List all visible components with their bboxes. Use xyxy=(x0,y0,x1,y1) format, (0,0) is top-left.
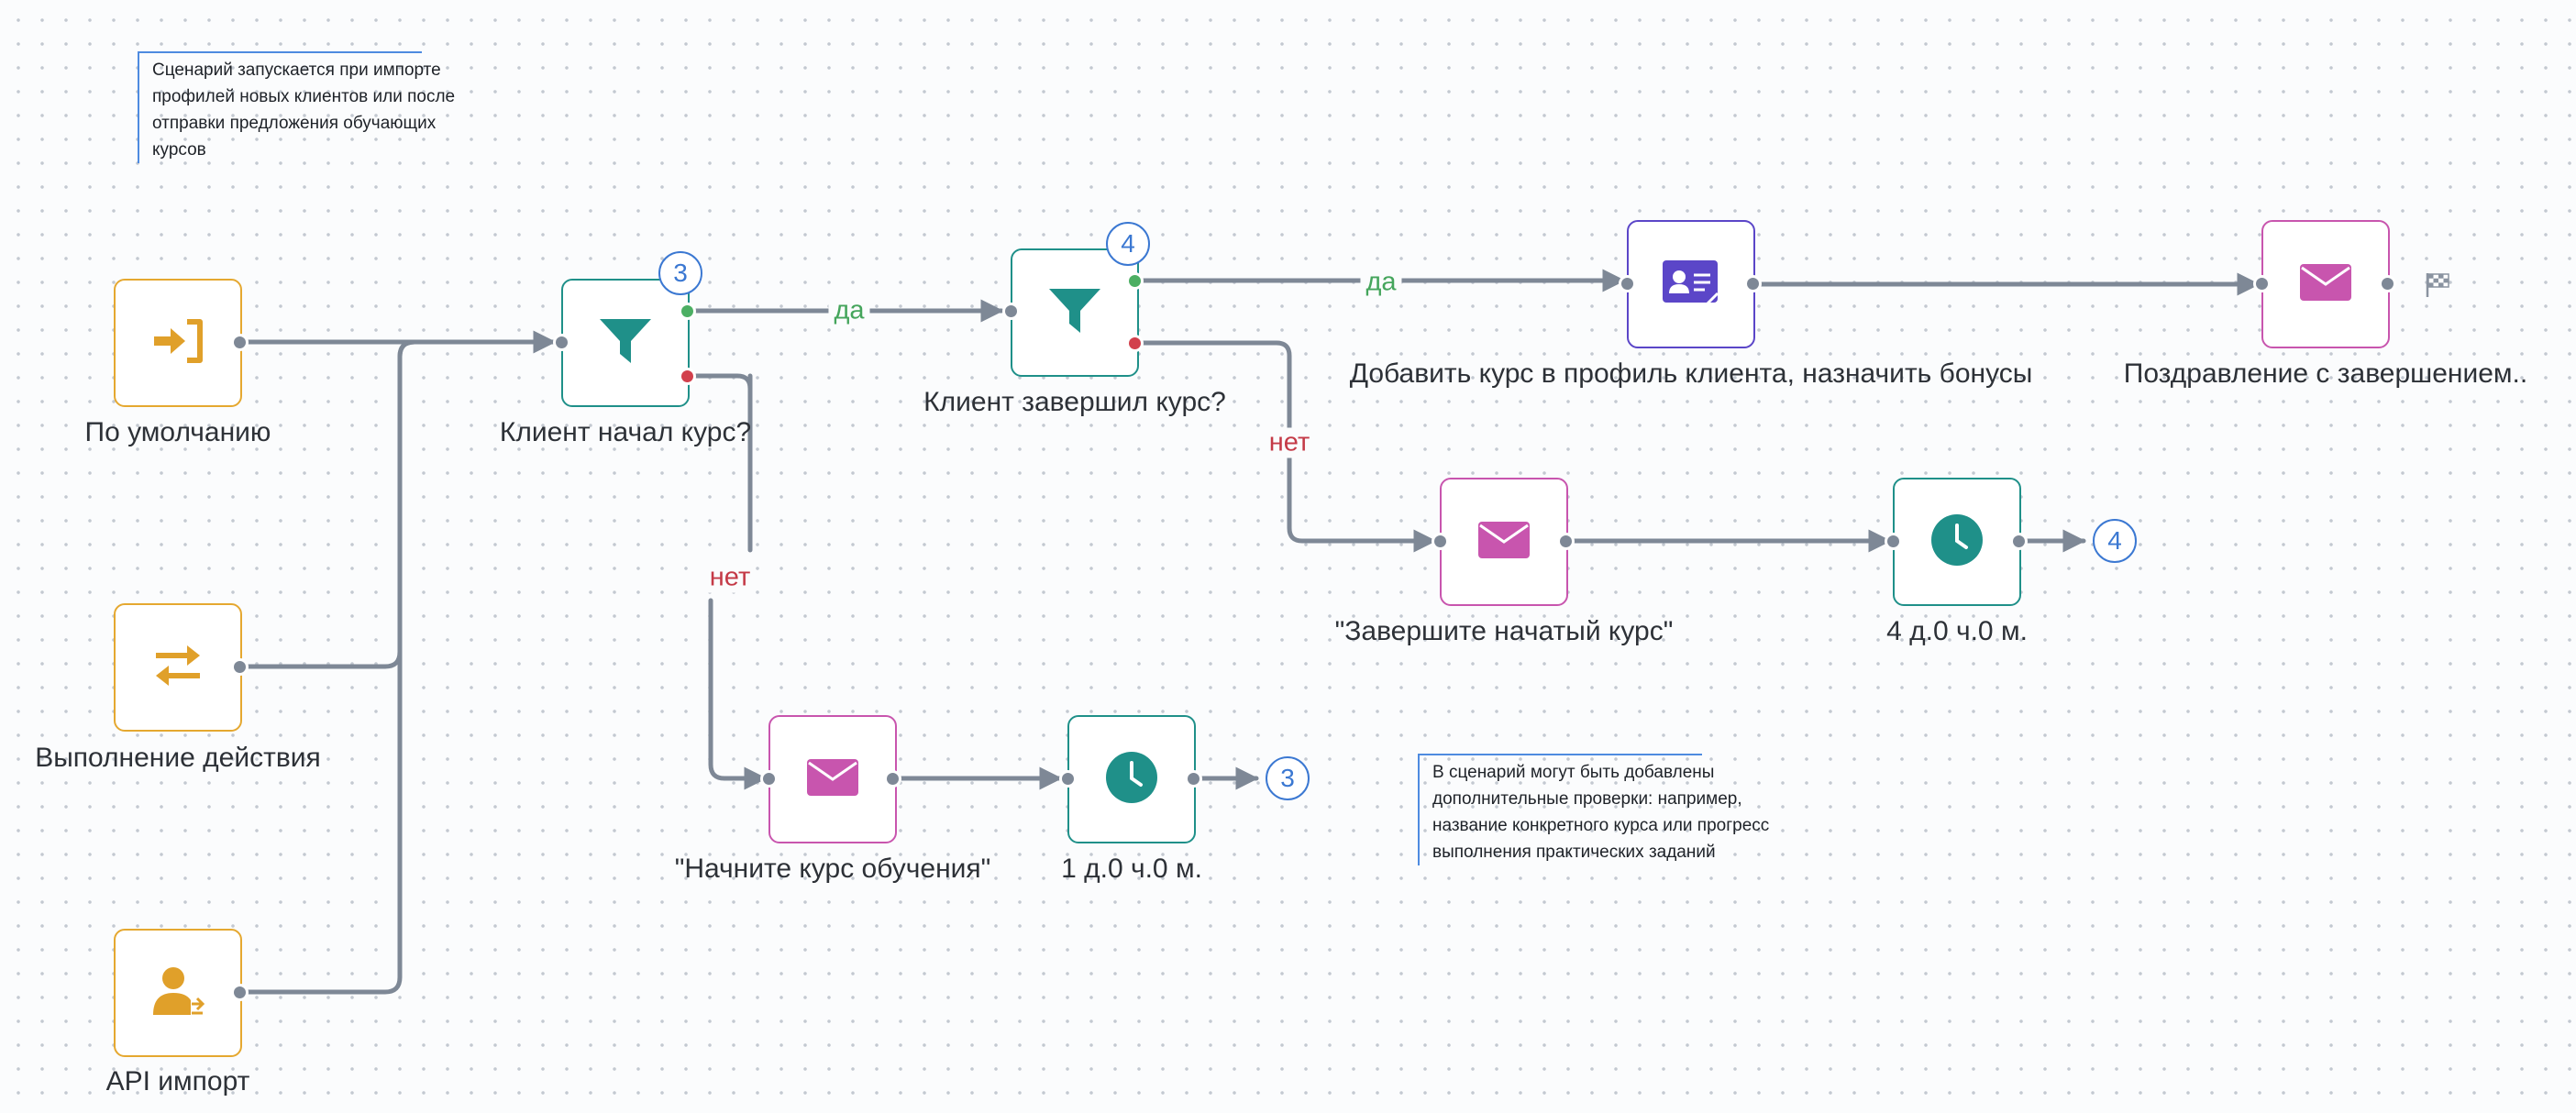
finish-started-out-port[interactable] xyxy=(1557,533,1575,550)
note-extra-text: В сценарий могут быть добавлены дополнит… xyxy=(1432,763,1770,862)
swap-arrows-icon xyxy=(150,640,205,696)
filter-finished-yes-port[interactable] xyxy=(1126,272,1144,290)
finish-started-label: "Завершите начатый курс" xyxy=(1334,616,1674,646)
filter-started-label: Клиент начал курс? xyxy=(499,417,752,447)
badge-step-3[interactable]: 3 xyxy=(658,251,702,295)
trigger-default-node[interactable] xyxy=(114,279,242,407)
badge-goto-step-4[interactable]: 4 xyxy=(2093,519,2137,563)
trigger-action-label: Выполнение действия xyxy=(35,743,321,773)
trigger-action-node[interactable] xyxy=(114,603,242,732)
congrats-mail-node[interactable] xyxy=(2261,220,2390,348)
funnel-icon xyxy=(1047,285,1102,341)
start-course-mail-node[interactable] xyxy=(768,715,897,843)
envelope-icon xyxy=(805,757,860,802)
add-course-in-port[interactable] xyxy=(1619,275,1636,292)
envelope-icon xyxy=(1476,520,1531,565)
note-intro-text: Сценарий запускается при импорте профиле… xyxy=(152,61,456,160)
finish-started-mail-node[interactable] xyxy=(1440,478,1568,606)
contact-card-icon xyxy=(1661,257,1721,313)
funnel-icon xyxy=(598,315,653,371)
filter-started-in-port[interactable] xyxy=(553,334,570,351)
start-course-in-port[interactable] xyxy=(760,770,778,788)
edge-label-finished-yes: да xyxy=(1360,267,1402,298)
add-course-node[interactable] xyxy=(1627,220,1755,348)
login-icon xyxy=(150,318,205,369)
note-intro: Сценарий запускается при импорте профиле… xyxy=(138,51,492,163)
finish-started-in-port[interactable] xyxy=(1432,533,1449,550)
badge-goto-step-3[interactable]: 3 xyxy=(1266,756,1310,800)
wire-started-no-branch xyxy=(708,598,768,790)
trigger-api-port[interactable] xyxy=(231,984,249,1001)
congrats-mail-out-port[interactable] xyxy=(2379,275,2396,292)
add-course-label: Добавить курс в профиль клиента, назначи… xyxy=(1349,358,2033,389)
note-extra: В сценарий могут быть добавлены дополнит… xyxy=(1418,754,1818,865)
envelope-icon xyxy=(2298,262,2353,307)
wait-4-days-node[interactable] xyxy=(1893,478,2021,606)
filter-started-node[interactable] xyxy=(561,279,690,407)
trigger-default-label: По умолчанию xyxy=(84,417,271,447)
wait-1-day-label: 1 д.0 ч.0 м. xyxy=(1061,854,1202,884)
congrats-mail-label: Поздравление с завершением.. xyxy=(2123,358,2528,389)
clock-icon xyxy=(1929,512,1985,572)
filter-finished-label: Клиент завершил курс? xyxy=(923,387,1226,417)
filter-finished-no-port[interactable] xyxy=(1126,335,1144,352)
clock-icon xyxy=(1104,750,1159,810)
trigger-api-node[interactable] xyxy=(114,929,242,1057)
badge-step-4[interactable]: 4 xyxy=(1106,222,1150,266)
wait-1-day-node[interactable] xyxy=(1067,715,1196,843)
filter-started-no-port[interactable] xyxy=(679,368,696,385)
wire-api-to-filter xyxy=(238,339,417,995)
wire-action-to-filter xyxy=(238,339,557,669)
wait-4-days-in-port[interactable] xyxy=(1885,533,1902,550)
filter-started-yes-port[interactable] xyxy=(679,303,696,320)
congrats-mail-in-port[interactable] xyxy=(2253,275,2271,292)
filter-finished-in-port[interactable] xyxy=(1002,303,1020,320)
trigger-api-label: API импорт xyxy=(105,1066,250,1096)
wait-1-day-out-port[interactable] xyxy=(1185,770,1202,788)
start-course-out-port[interactable] xyxy=(884,770,901,788)
user-import-icon xyxy=(149,964,206,1023)
start-course-label: "Начните курс обучения" xyxy=(674,854,991,884)
edge-label-started-no: нет xyxy=(703,562,757,593)
wait-4-days-label: 4 д.0 ч.0 м. xyxy=(1886,616,2028,646)
checkered-flag-icon xyxy=(2425,271,2450,303)
edge-label-finished-no: нет xyxy=(1263,427,1316,458)
add-course-out-port[interactable] xyxy=(1744,275,1762,292)
filter-finished-node[interactable] xyxy=(1011,248,1139,377)
trigger-default-port[interactable] xyxy=(231,334,249,351)
wait-1-day-in-port[interactable] xyxy=(1059,770,1077,788)
wait-4-days-out-port[interactable] xyxy=(2010,533,2028,550)
trigger-action-port[interactable] xyxy=(231,658,249,676)
edge-label-started-yes: да xyxy=(828,295,870,326)
